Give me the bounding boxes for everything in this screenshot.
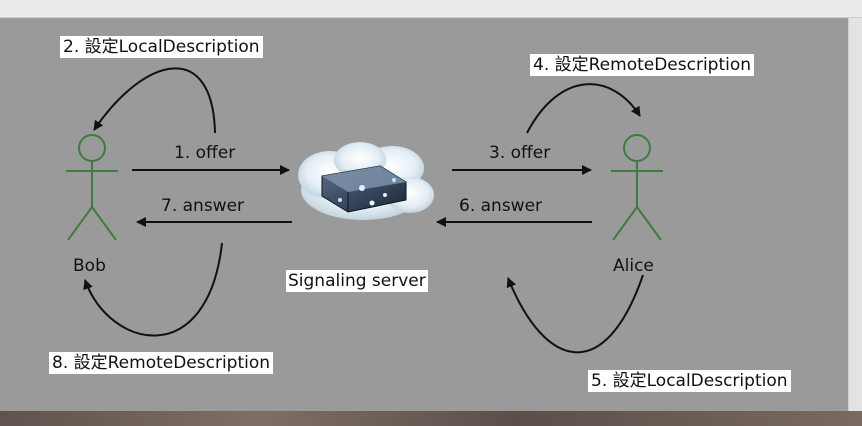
label-step1: 1. offer <box>174 143 236 163</box>
label-step7: 7. answer <box>161 196 245 216</box>
curve-arrow-step5 <box>506 274 644 354</box>
actor-name-bob: Bob <box>73 256 106 276</box>
cloud-server-icon <box>298 142 434 220</box>
label-step2: 2. 設定LocalDescription <box>60 36 263 58</box>
label-step5: 5. 設定LocalDescription <box>588 370 791 392</box>
diagram-canvas <box>0 18 848 411</box>
bob-actor-icon <box>66 134 118 241</box>
server-label: Signaling server <box>286 270 428 292</box>
window-top-bar <box>0 0 862 18</box>
curve-arrow-step2 <box>93 67 216 134</box>
curve-arrow-step8 <box>83 242 223 337</box>
label-step3: 3. offer <box>489 143 551 163</box>
vertical-scrollbar[interactable] <box>848 18 862 411</box>
actor-name-alice: Alice <box>613 256 654 276</box>
bottom-strip <box>0 411 862 426</box>
label-step4: 4. 設定RemoteDescription <box>530 54 755 76</box>
alice-actor-icon <box>611 134 663 241</box>
curve-arrow-step4 <box>526 83 641 134</box>
label-step8: 8. 設定RemoteDescription <box>49 352 274 374</box>
label-step6: 6. answer <box>459 196 543 216</box>
